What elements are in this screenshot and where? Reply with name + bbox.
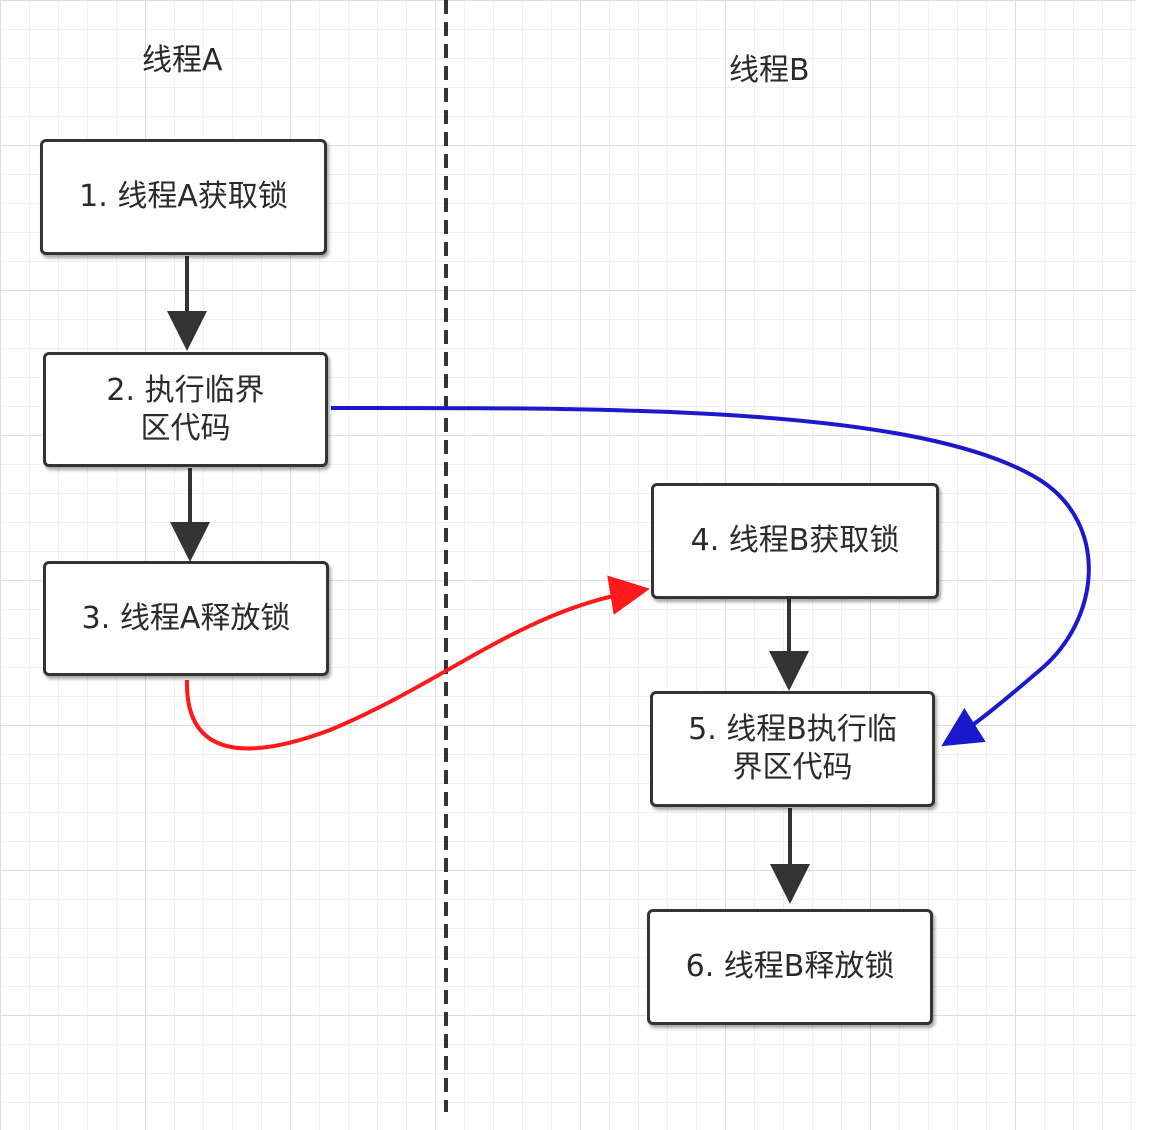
node-b5-critical-section[interactable]: 5. 线程B执行临界区代码 (650, 691, 935, 807)
node-b6-release-lock[interactable]: 6. 线程B释放锁 (647, 909, 933, 1025)
node-a2-critical-section[interactable]: 2. 执行临界区代码 (43, 352, 328, 467)
node-a3-release-lock[interactable]: 3. 线程A释放锁 (43, 561, 329, 676)
node-a1-acquire-lock[interactable]: 1. 线程A获取锁 (40, 139, 327, 255)
node-a3-label: 3. 线程A释放锁 (81, 600, 291, 636)
node-b4-label: 4. 线程B获取锁 (690, 523, 900, 558)
node-a1-label: 1. 线程A获取锁 (79, 179, 288, 214)
lane-title-thread-b: 线程B (729, 53, 810, 88)
lane-title-thread-a: 线程A (142, 43, 223, 78)
node-a2-label: 2. 执行临界区代码 (106, 372, 265, 446)
arrow-a3-release-to-b4-acquire (184, 575, 650, 751)
canvas-margin (1136, 0, 1166, 1130)
node-b5-label: 5. 线程B执行临界区代码 (688, 712, 897, 785)
node-b4-acquire-lock[interactable]: 4. 线程B获取锁 (651, 483, 939, 599)
node-b6-label: 6. 线程B释放锁 (685, 949, 895, 984)
arrow-a2-to-b5-critical-section (330, 405, 1091, 747)
